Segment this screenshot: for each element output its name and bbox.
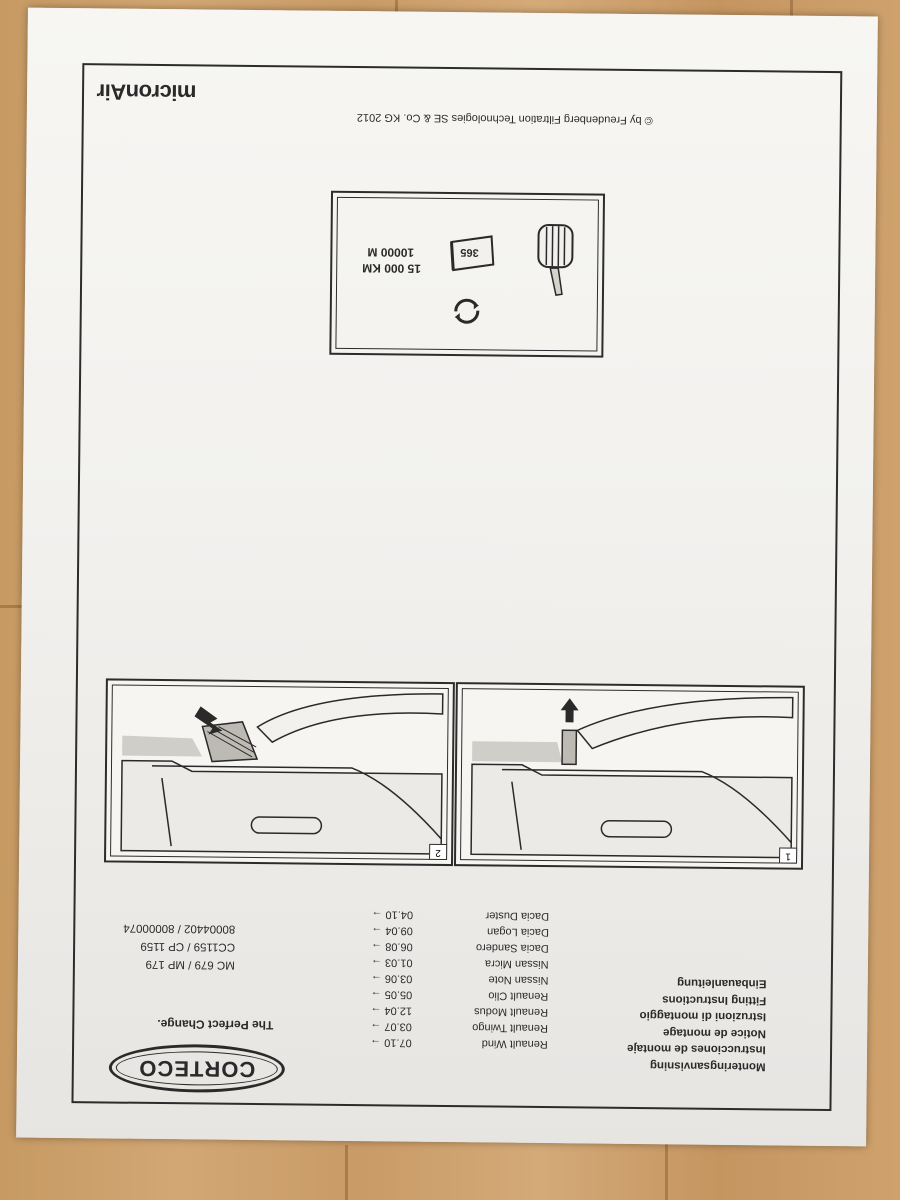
list-item: Nissan Micra: [484, 957, 549, 971]
step-number: 2: [429, 843, 448, 861]
list-item: Monteringsanvisning: [649, 1059, 766, 1073]
list-item: Renault Modus: [474, 1005, 549, 1019]
list-item: 04.10 →: [371, 908, 414, 921]
tagline: The Perfect Change.: [157, 1016, 274, 1033]
list-item: Dacia Duster: [485, 909, 550, 923]
list-item: Fitting Instructions: [662, 993, 767, 1007]
step-panel-2: 2: [103, 678, 455, 867]
vehicle-dates: 07.10 → 03.07 → 12.04 → 05.05 → 03.06 → …: [370, 906, 413, 1050]
recycle-icon: [454, 298, 480, 324]
instruction-sheet: micronAir © by Freudenberg Filtration Te…: [16, 7, 878, 1147]
km-interval: 15 000 KM: [362, 261, 422, 276]
list-item: 06.08 →: [371, 940, 413, 953]
plank-seam: [665, 1140, 668, 1200]
step-2-illustration: [120, 693, 444, 855]
list-item: CC1159 / CP 1159: [140, 939, 236, 953]
plank-seam: [345, 1145, 348, 1200]
list-item: 03.07 →: [370, 1020, 412, 1033]
list-item: 12.04 →: [370, 1004, 413, 1017]
calendar-days: 365: [460, 246, 479, 259]
list-item: Renault Wind: [481, 1037, 548, 1051]
mile-interval: 10000 M: [367, 245, 415, 260]
list-item: 01.03 →: [370, 956, 413, 969]
list-item: Notice de montage: [662, 1026, 766, 1040]
list-item: Nissan Note: [488, 973, 549, 987]
step-panel-1: 1: [453, 682, 805, 870]
list-item: Istruzioni di montaggio: [639, 1009, 767, 1023]
list-item: 07.10 →: [370, 1036, 412, 1049]
filter-roll-icon: [537, 224, 574, 296]
plank-seam: [0, 605, 24, 608]
micronair-logo: micronAir: [96, 79, 197, 106]
list-item: Dacia Logan: [487, 925, 549, 939]
vehicle-models: Renault Wind Renault Twingo Renault Modu…: [472, 907, 549, 1052]
list-item: MC 679 / MP 179: [145, 957, 235, 971]
list-item: 09.04 →: [371, 924, 413, 937]
list-item: Instrucciones de montaje: [627, 1042, 766, 1056]
step-number: 1: [779, 847, 798, 864]
list-item: Renault Twingo: [472, 1021, 548, 1035]
part-numbers: MC 679 / MP 179 CC1159 / CP 1159 8000440…: [123, 919, 235, 974]
calendar-icon: [450, 235, 495, 272]
list-item: 05.05 →: [370, 988, 413, 1001]
language-list: Monteringsanvisning Instrucciones de mon…: [627, 974, 767, 1074]
list-item: 80004402 / 80000074: [123, 921, 236, 935]
list-item: Einbauanleitung: [676, 976, 767, 990]
step-1-illustration: [470, 696, 794, 859]
list-item: Dacia Sandero: [475, 941, 549, 955]
list-item: Renault Clio: [488, 989, 549, 1003]
service-reminder-box: 365 15 000 KM 10000 M: [329, 190, 606, 358]
list-item: 03.06 →: [370, 972, 413, 985]
